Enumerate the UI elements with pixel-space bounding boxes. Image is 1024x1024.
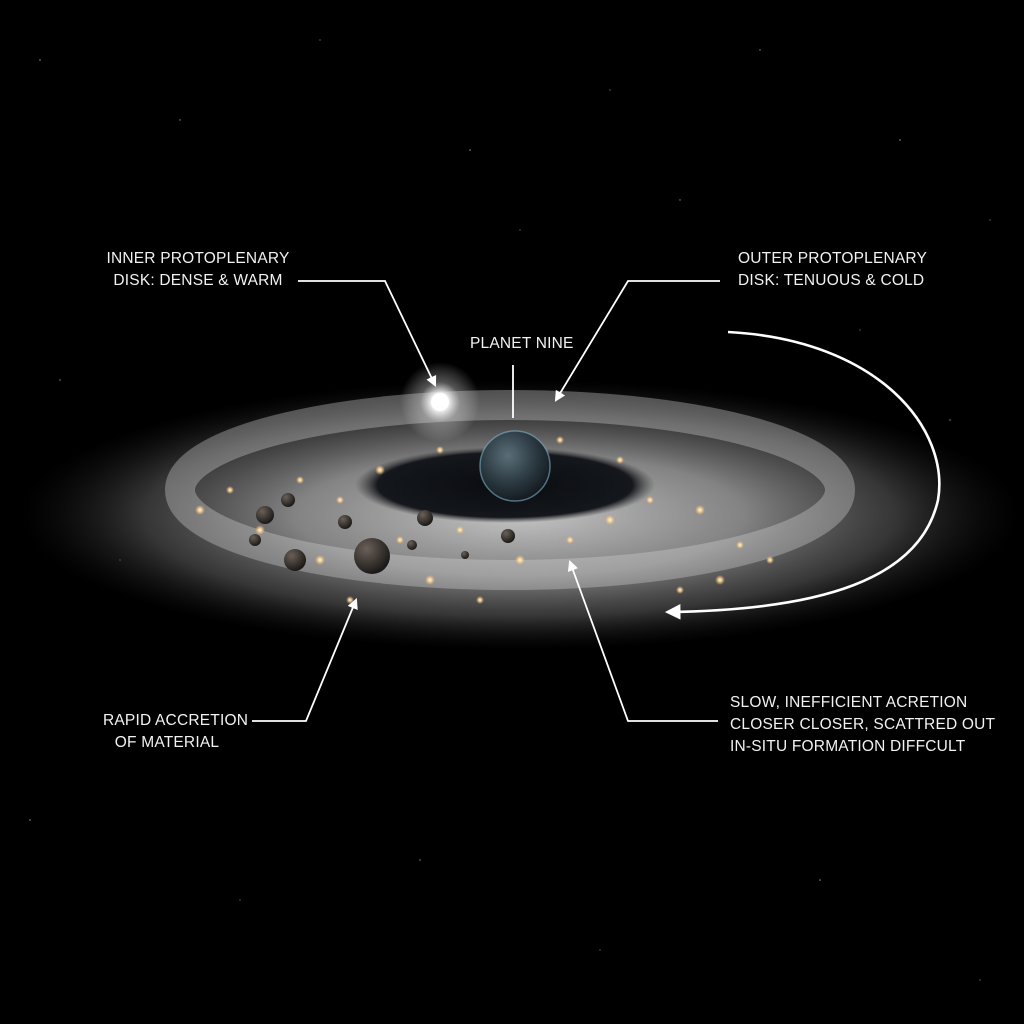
planet-nine-label-text: PLANET NINE bbox=[470, 335, 574, 352]
slow-accretion-label-line2: CLOSER CLOSER, SCATTRED OUT bbox=[730, 716, 996, 733]
outer-disk-label-line1: OUTER PROTOPLENARY bbox=[738, 250, 928, 267]
disk-ring-band bbox=[165, 390, 855, 590]
connector-lines bbox=[252, 280, 720, 722]
rapid-accretion-label: RAPID ACCRETION OF MATERIAL bbox=[103, 710, 249, 754]
outer-disk-connector bbox=[554, 280, 720, 402]
starfield bbox=[29, 39, 991, 981]
glowing-particles bbox=[195, 436, 774, 604]
inner-disk-label-line1: INNER PROTOPLENARY bbox=[106, 250, 290, 267]
rapid-accretion-connector bbox=[252, 598, 358, 722]
slow-accretion-label-line1: SLOW, INEFFICIENT ACRETION bbox=[730, 694, 968, 711]
outer-disk-label-line2: DISK: TENUOUS & COLD bbox=[738, 272, 925, 289]
planet-nine-label: PLANET NINE bbox=[470, 333, 574, 355]
slow-accretion-label-line3: IN-SITU FORMATION DIFFCULT bbox=[730, 738, 966, 755]
slow-accretion-label: SLOW, INEFFICIENT ACRETION CLOSER CLOSER… bbox=[730, 692, 995, 758]
orbit-arrow bbox=[664, 330, 941, 620]
inner-disk-connector bbox=[298, 280, 437, 387]
inner-disk-label: INNER PROTOPLENARY DISK: DENSE & WARM bbox=[103, 248, 293, 292]
slow-accretion-connector bbox=[567, 559, 718, 722]
inner-disk-label-line2: DISK: DENSE & WARM bbox=[113, 272, 283, 289]
planetesimal-rocks bbox=[249, 493, 515, 574]
rapid-accretion-label-line1: RAPID ACCRETION bbox=[103, 712, 249, 729]
planet-nine-sphere bbox=[479, 430, 551, 502]
outer-disk-label: OUTER PROTOPLENARY DISK: TENUOUS & COLD bbox=[738, 248, 927, 292]
rapid-accretion-label-line2: OF MATERIAL bbox=[114, 734, 220, 751]
